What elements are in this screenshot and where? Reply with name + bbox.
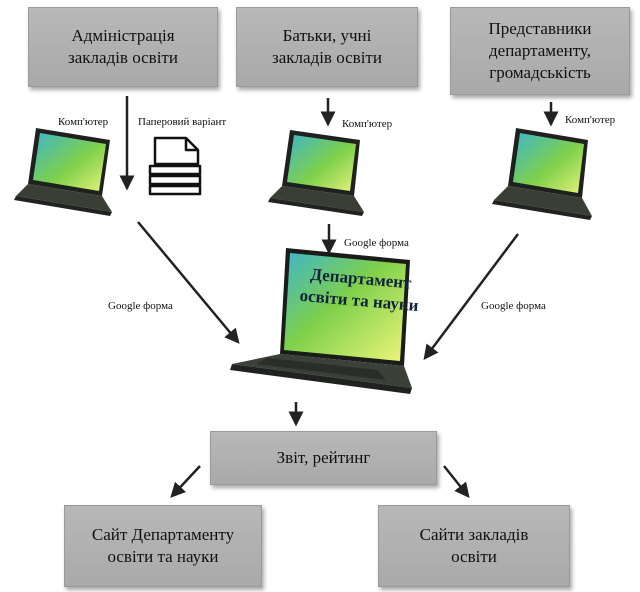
arrow-left-to-center <box>137 221 240 344</box>
label-computer-admin: Комп'ютер <box>58 116 109 128</box>
label-computer-reps: Комп'ютер <box>565 114 616 126</box>
label-google-form-top: Google форма <box>344 237 409 249</box>
label-google-form-right: Google форма <box>481 300 546 312</box>
school-sites-box: Сайти закладів освіти <box>378 505 570 587</box>
dept-site-box: Сайт Департаменту освіти та науки <box>64 505 262 587</box>
admin-box: Адміністрація закладів освіти <box>28 7 218 87</box>
laptop-icon <box>14 128 112 216</box>
label-google-form-left: Google форма <box>108 300 173 312</box>
laptop-icon <box>492 128 592 220</box>
label-computer-parents: Комп'ютер <box>342 118 393 130</box>
laptop-icon <box>268 130 364 216</box>
representatives-box: Представники департаменту, громадськість <box>450 7 630 95</box>
arrow-report-to-dept-site <box>170 465 201 498</box>
arrow-right-to-center <box>423 233 519 360</box>
central-laptop-icon <box>230 248 412 394</box>
report-box: Звіт, рейтинг <box>210 431 437 485</box>
parents-box: Батьки, учні закладів освіти <box>236 7 418 87</box>
label-paper-version: Паперовий варіант <box>138 116 227 128</box>
arrow-report-to-school-sites <box>443 465 470 498</box>
